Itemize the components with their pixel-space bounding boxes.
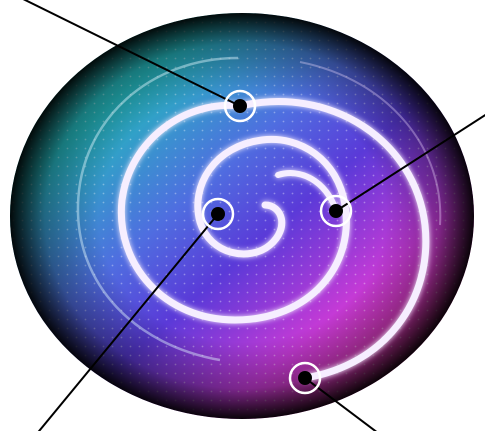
marker-dot xyxy=(329,204,343,218)
marker-dot xyxy=(233,99,247,113)
disc-vignette xyxy=(10,13,474,419)
marker-dot xyxy=(298,371,312,385)
marker-dot xyxy=(211,207,225,221)
